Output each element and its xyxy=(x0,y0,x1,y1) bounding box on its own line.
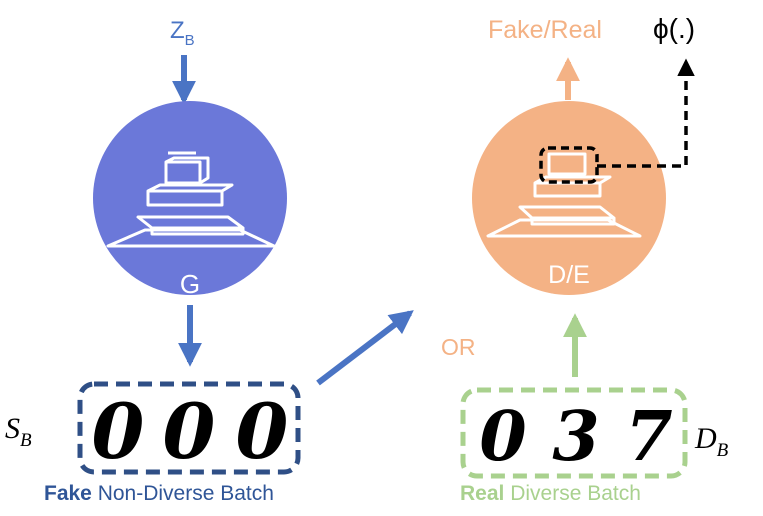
or-label: OR xyxy=(441,334,476,360)
real-batch-digits: 0 3 7 xyxy=(479,397,672,477)
discriminator-node xyxy=(472,101,666,295)
fake-batch-digits: 0 0 0 xyxy=(92,387,289,476)
generator-node xyxy=(93,101,287,295)
feature-phi-label: ϕ(.) xyxy=(653,13,695,44)
real-batch-caption: Real Diverse Batch xyxy=(460,482,641,505)
real-batch-symbol: DB xyxy=(694,422,729,461)
fake-digit-2: 0 xyxy=(163,387,216,476)
fake-batch-symbol: SB xyxy=(5,412,32,451)
real-digit-2: 3 xyxy=(552,397,599,477)
fake-to-discriminator-arrow xyxy=(316,310,414,386)
fake-digit-1: 0 xyxy=(92,387,145,476)
fake-batch-box xyxy=(77,381,301,475)
fake-batch-caption: Fake Non-Diverse Batch xyxy=(44,482,274,505)
fake-digit-3: 0 xyxy=(236,387,289,476)
real-digit-1: 0 xyxy=(479,397,526,477)
z-input-label: ZB xyxy=(170,17,195,49)
generator-label: G xyxy=(180,269,200,299)
feature-extraction-box xyxy=(539,146,599,184)
feature-output-arrow xyxy=(597,58,695,168)
real-batch-box xyxy=(460,387,688,479)
real-digit-3: 7 xyxy=(625,397,672,477)
discriminator-label: D/E xyxy=(548,261,590,289)
fake-real-output-label: Fake/Real xyxy=(488,16,602,44)
network-layers-icon xyxy=(106,151,276,248)
